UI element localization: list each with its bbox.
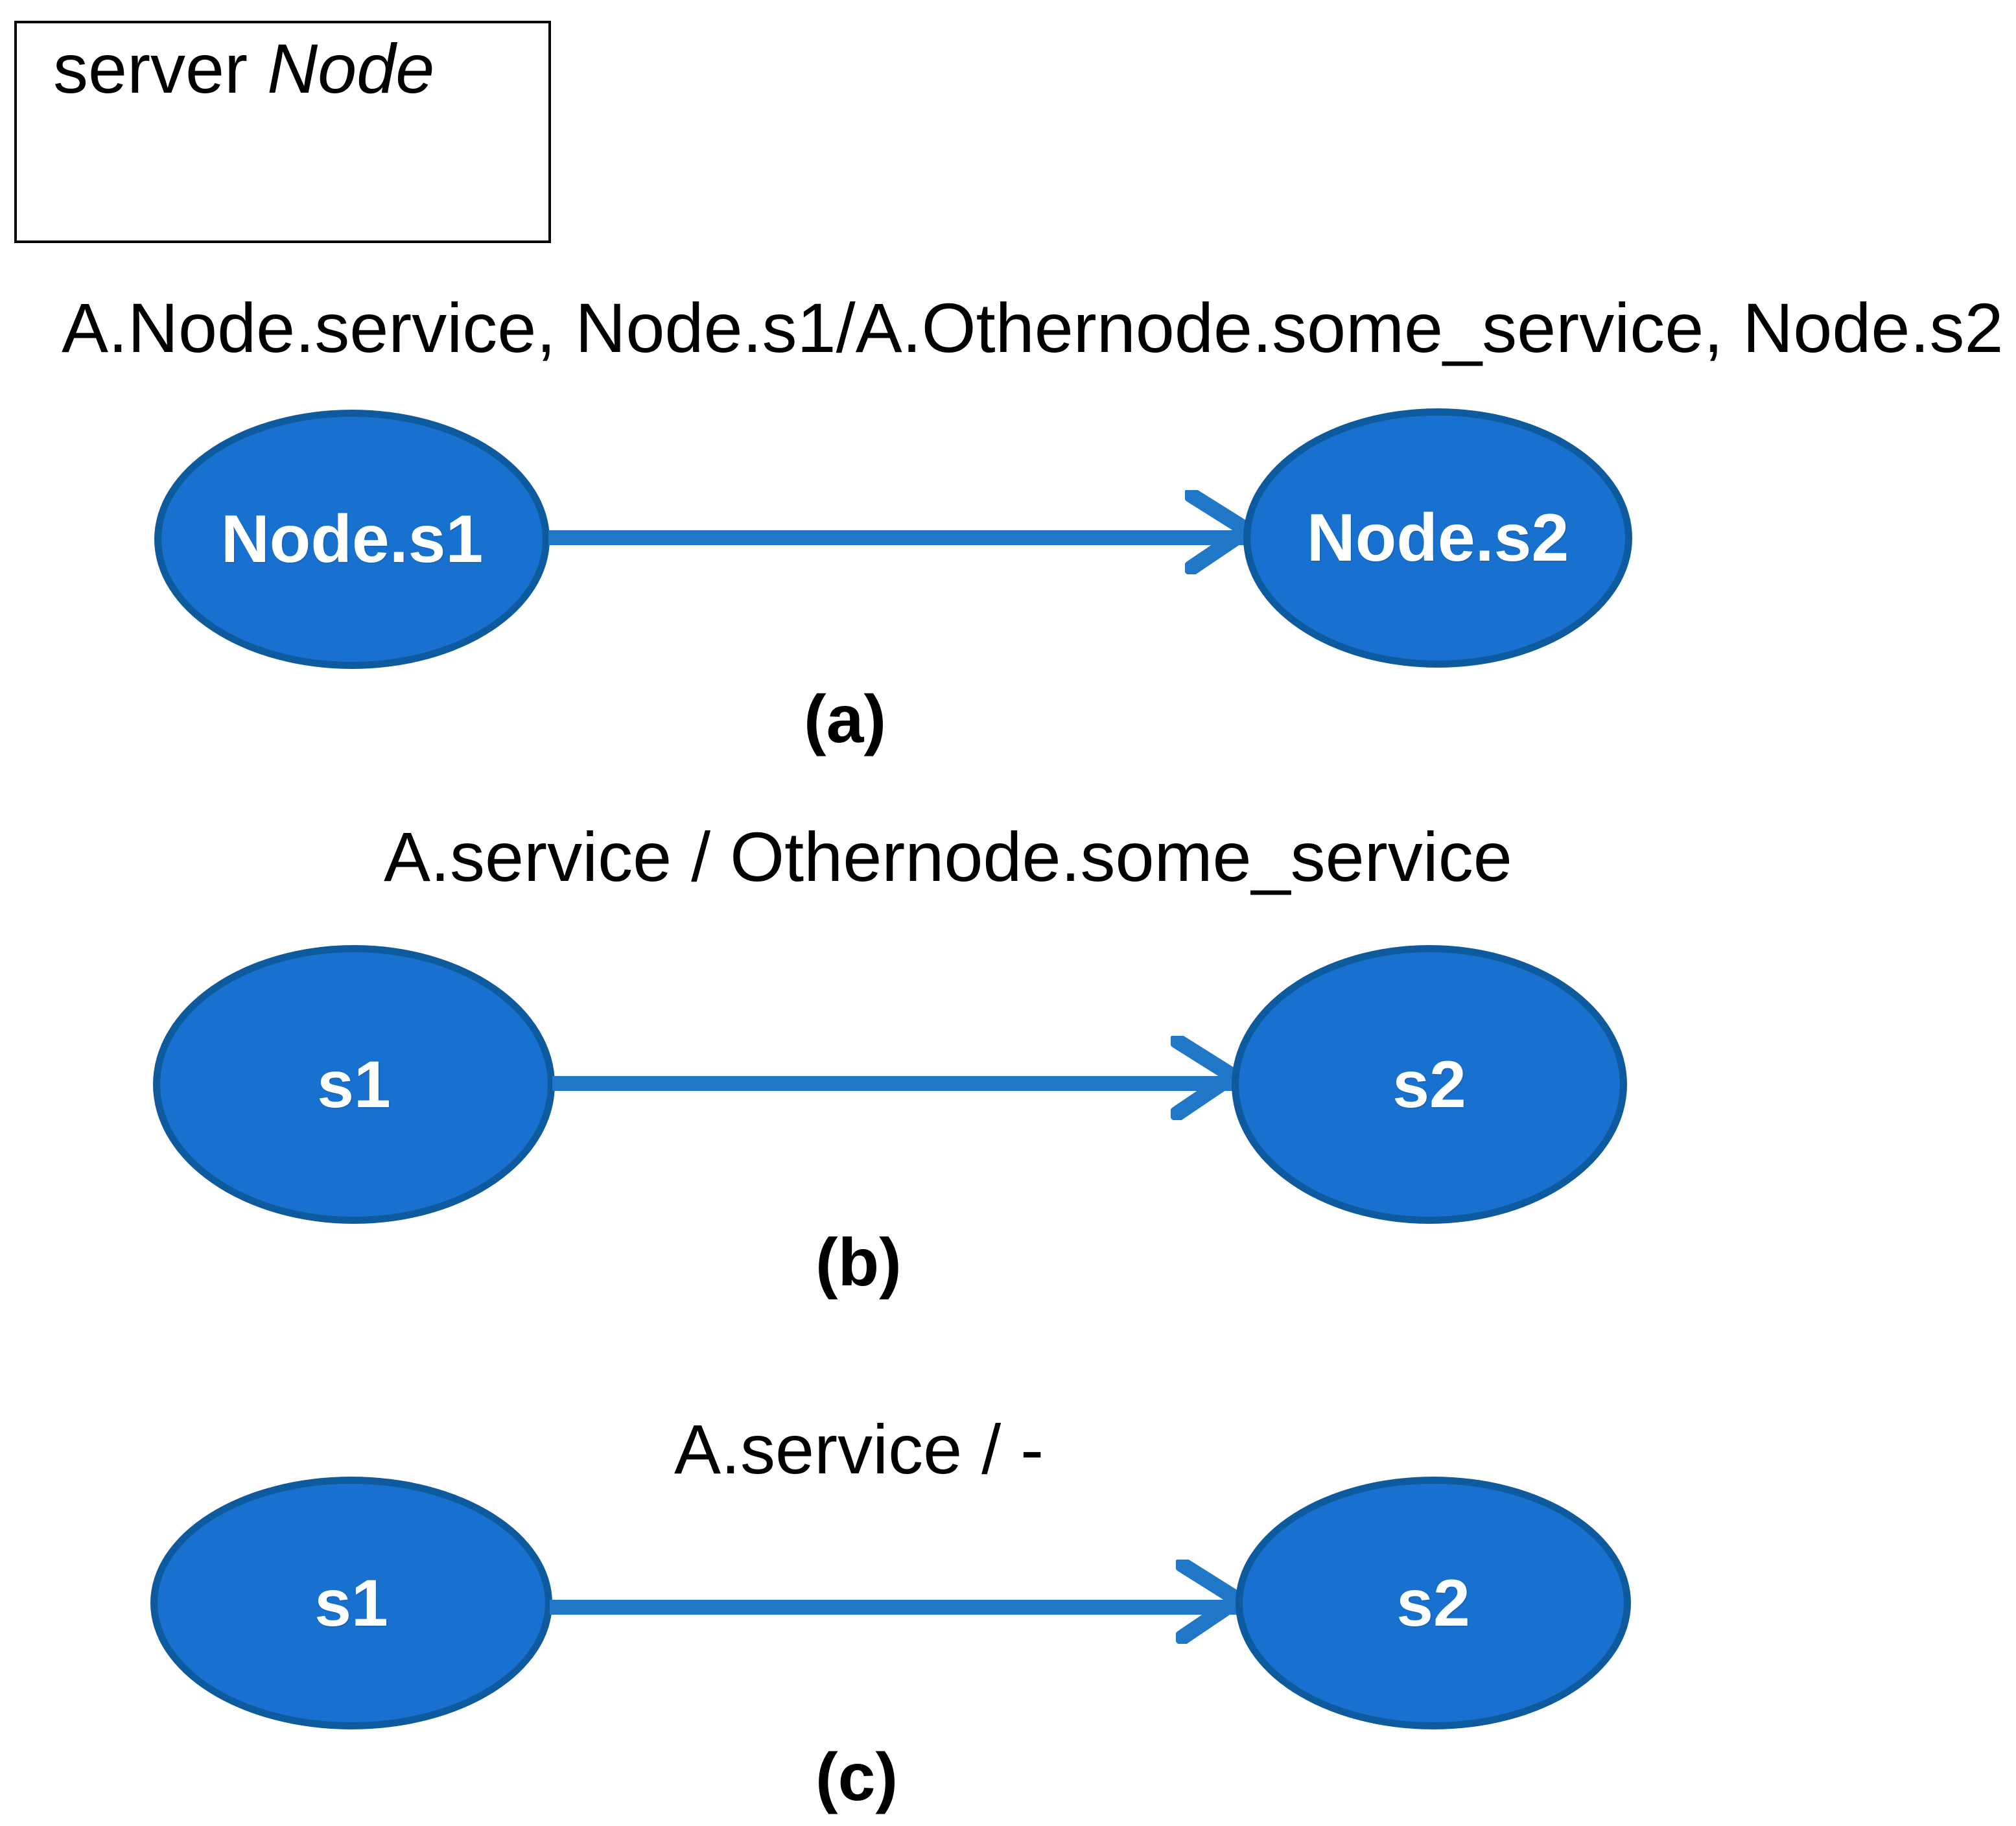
panel-c-arrow-line — [550, 1600, 1238, 1615]
panel-b-target-node[interactable]: s2 — [1232, 945, 1627, 1224]
legend-italic-term: Node — [267, 29, 435, 108]
panel-b-caption: (b) — [815, 1225, 902, 1300]
panel-c-caption: (c) — [815, 1740, 898, 1815]
panel-c-source-node-label: s1 — [314, 1566, 388, 1640]
panel-c-source-node[interactable]: s1 — [150, 1477, 552, 1729]
legend-label: server Node — [53, 34, 434, 104]
legend-box — [14, 21, 551, 243]
panel-b-target-node-label: s2 — [1392, 1048, 1466, 1121]
panel-b-source-node[interactable]: s1 — [153, 945, 555, 1224]
panel-b-source-node-label: s1 — [317, 1048, 391, 1121]
panel-a: A.Node.service, Node.s1/A.Othernode.some… — [0, 0, 2016, 765]
panel-a-target-node-label: Node.s2 — [1306, 500, 1569, 576]
panel-b-edge-label: A.service / Othernode.some_service — [384, 817, 1512, 896]
panel-a-caption: (a) — [804, 682, 887, 757]
panel-a-source-node[interactable]: Node.s1 — [154, 410, 550, 669]
panel-c-edge-label: A.service / - — [674, 1410, 1044, 1488]
panel-c-target-node[interactable]: s2 — [1236, 1477, 1631, 1729]
panel-b: A.service / Othernode.some_service s1 s2… — [153, 817, 1627, 1300]
panel-a-arrow-line — [548, 530, 1247, 545]
panel-c-target-node-label: s2 — [1396, 1566, 1470, 1640]
panel-b-arrow-line — [552, 1076, 1233, 1091]
panel-a-source-node-label: Node.s1 — [220, 502, 484, 577]
panel-a-edge-label: A.Node.service, Node.s1/A.Othernode.some… — [62, 288, 2004, 367]
legend-prefix-text: server — [53, 29, 268, 108]
panel-a-target-node[interactable]: Node.s2 — [1243, 408, 1632, 668]
